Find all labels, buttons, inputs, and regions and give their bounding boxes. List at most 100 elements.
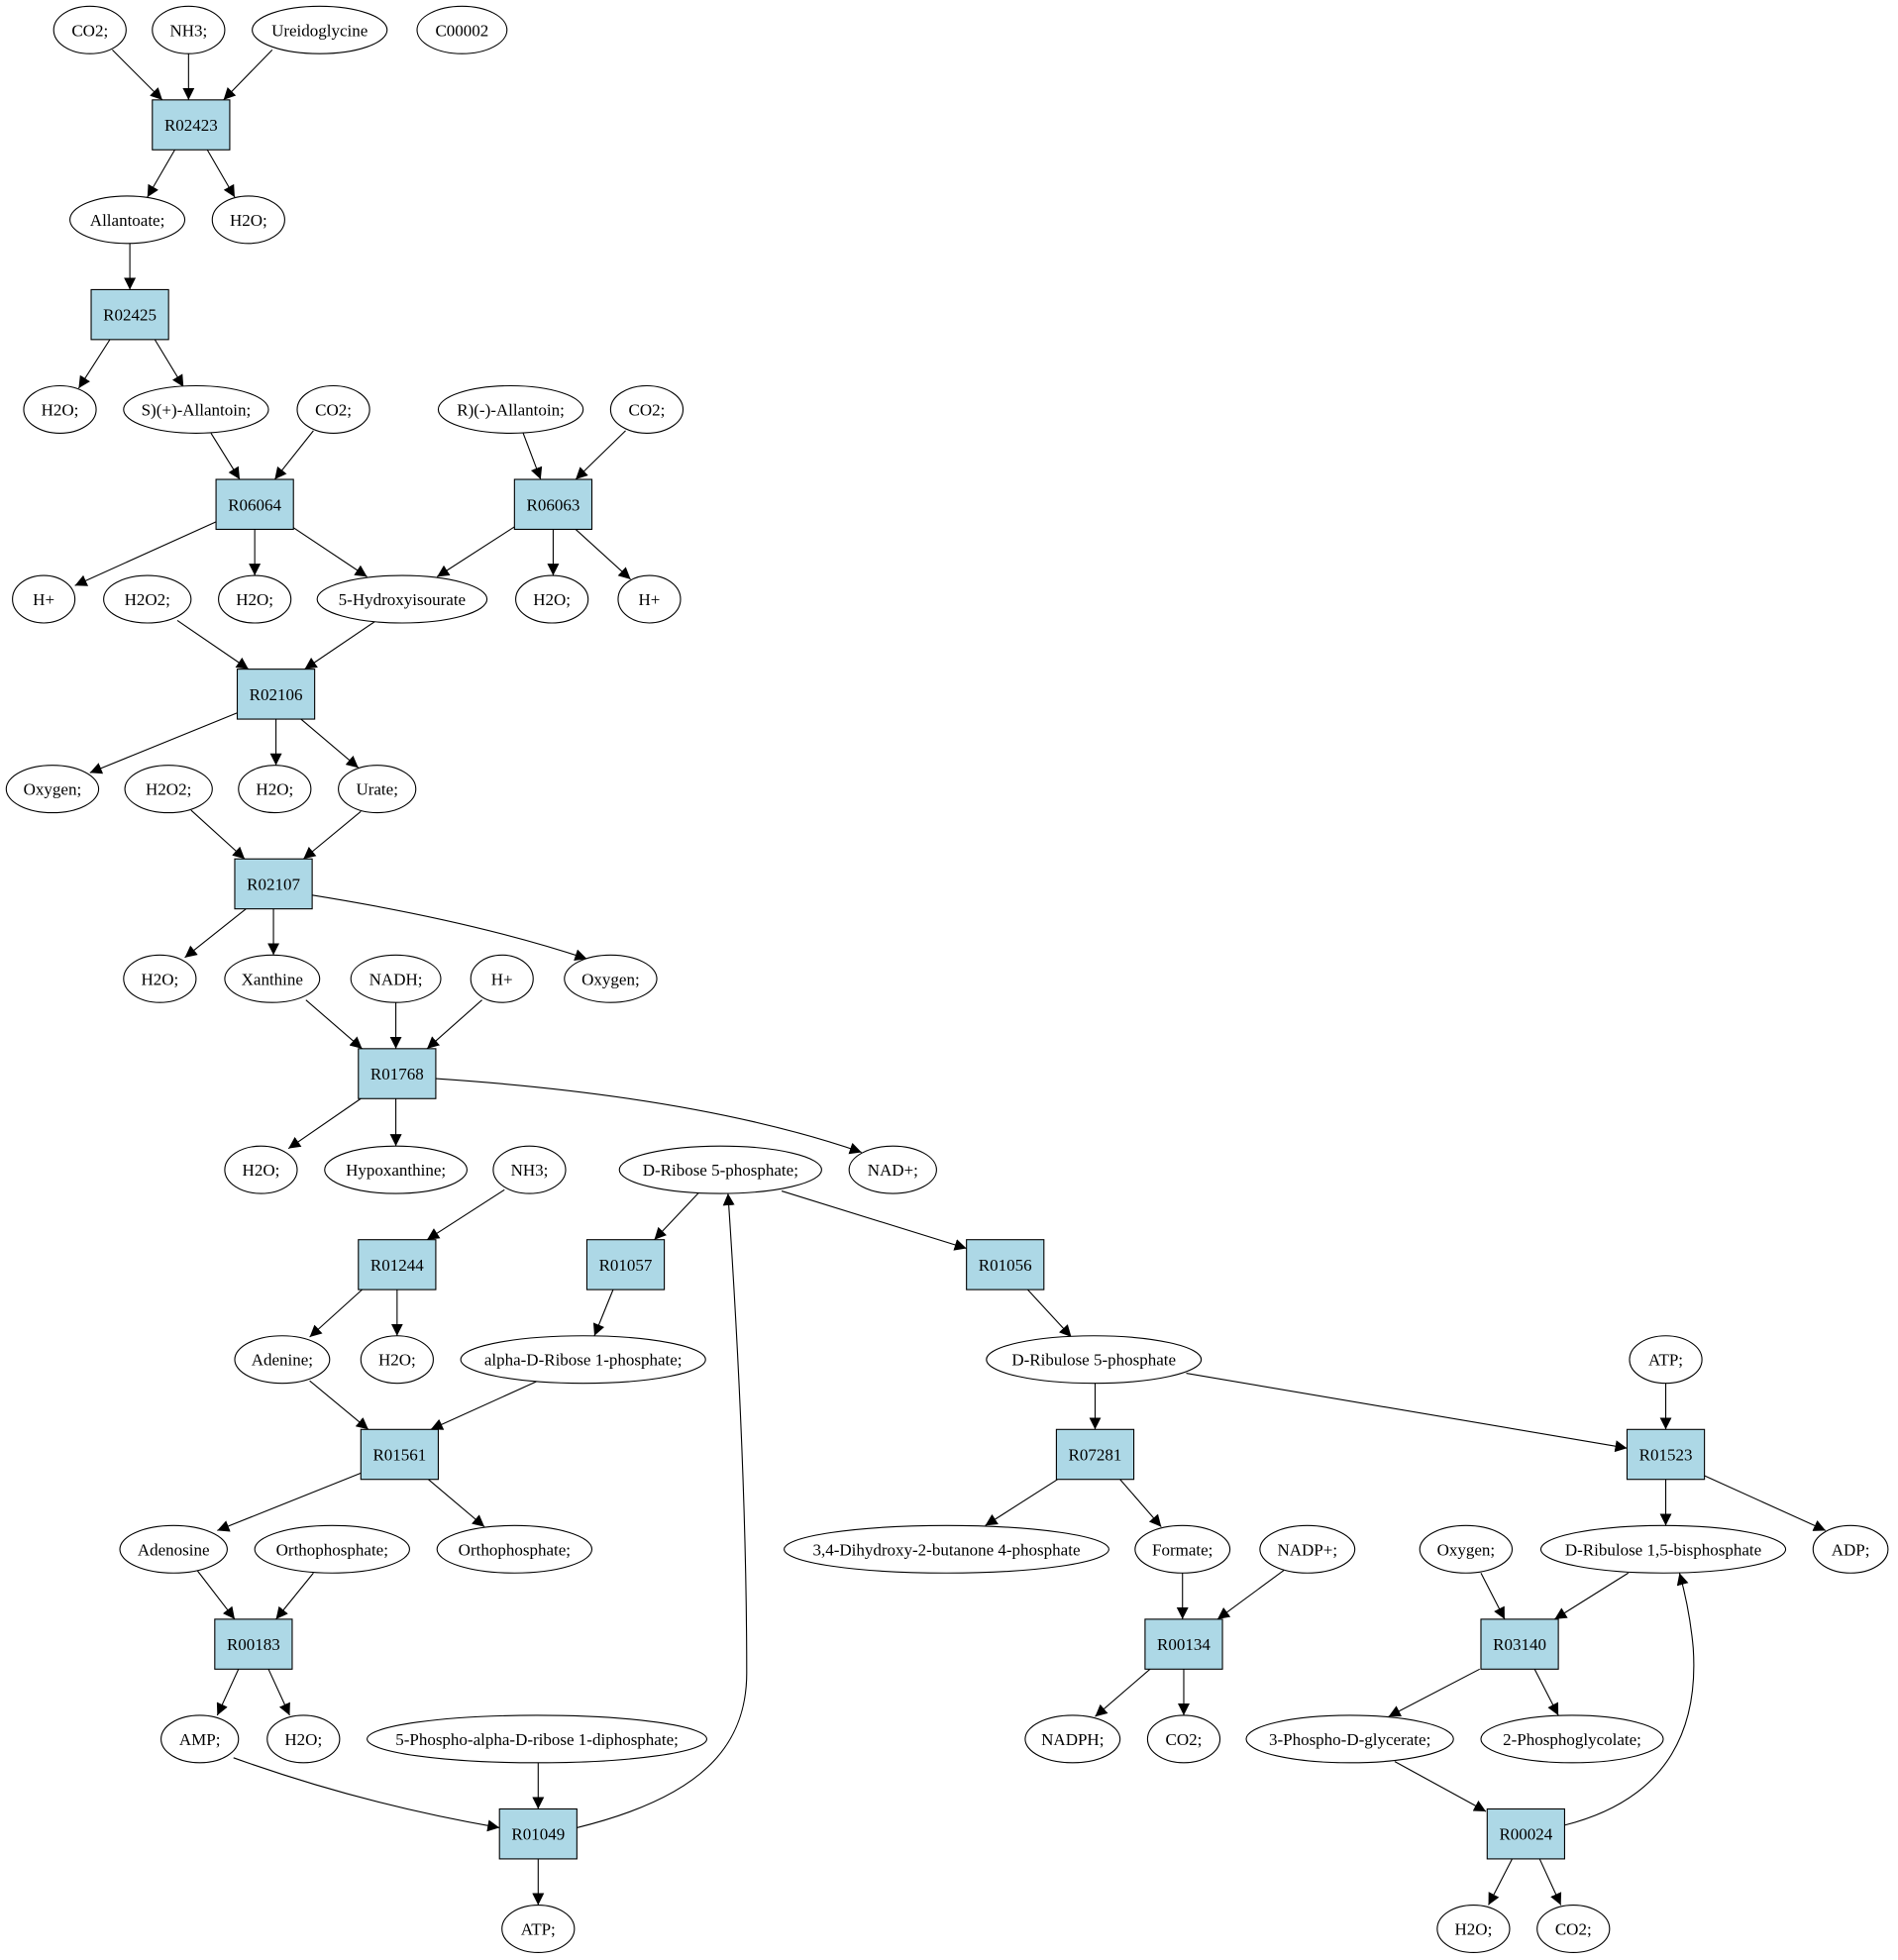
compound-node-phosphoglycolate[interactable]: 2-Phosphoglycolate; bbox=[1480, 1714, 1664, 1764]
compound-node-hplus-b[interactable]: H+ bbox=[617, 574, 682, 624]
edge-arrow bbox=[147, 149, 175, 198]
compound-node-h2o-c[interactable]: H2O; bbox=[218, 574, 292, 624]
reaction-node-r01561[interactable]: R01561 bbox=[360, 1428, 439, 1481]
compound-node-co2-d[interactable]: CO2; bbox=[1146, 1714, 1221, 1764]
reaction-node-r02106[interactable]: R02106 bbox=[236, 669, 316, 720]
edge-arrow bbox=[154, 339, 184, 388]
compound-label: D-Ribose 5-phosphate; bbox=[643, 1161, 798, 1180]
compound-node-h2o-j[interactable]: H2O; bbox=[1436, 1905, 1511, 1954]
compound-node-allantoate[interactable]: Allantoate; bbox=[69, 195, 186, 245]
compound-label: NADH; bbox=[369, 970, 423, 988]
compound-label: Urate; bbox=[356, 780, 397, 799]
edge-arrow bbox=[74, 521, 217, 586]
compound-node-adenine[interactable]: Adenine; bbox=[234, 1335, 331, 1385]
edge-arrow bbox=[1095, 1668, 1151, 1717]
compound-node-hplus-a[interactable]: H+ bbox=[12, 574, 76, 624]
reaction-box bbox=[234, 858, 313, 910]
reaction-box bbox=[90, 288, 169, 341]
compound-label: Allantoate; bbox=[90, 211, 165, 230]
compound-node-co2-c[interactable]: CO2; bbox=[609, 384, 685, 434]
compound-node-h2o-e[interactable]: H2O; bbox=[238, 765, 312, 814]
compound-node-co2-b[interactable]: CO2; bbox=[296, 384, 370, 434]
compound-node-urate[interactable]: Urate; bbox=[338, 765, 417, 814]
reaction-node-r02107[interactable]: R02107 bbox=[234, 858, 313, 910]
compound-node-hydroxyisourate[interactable]: 5-Hydroxyisourate bbox=[316, 574, 488, 624]
compound-node-h2o-d[interactable]: H2O; bbox=[515, 574, 589, 624]
compound-ellipse bbox=[224, 954, 321, 1003]
compound-label: 2-Phosphoglycolate; bbox=[1503, 1730, 1641, 1749]
reaction-node-r02425[interactable]: R02425 bbox=[90, 288, 169, 341]
compound-node-oxygen-c[interactable]: Oxygen; bbox=[1419, 1524, 1514, 1574]
compound-node-h2o-a[interactable]: H2O; bbox=[211, 195, 285, 245]
reaction-node-r02423[interactable]: R02423 bbox=[152, 99, 231, 151]
compound-node-oxygen-a[interactable]: Oxygen; bbox=[5, 765, 100, 814]
reaction-node-r00024[interactable]: R00024 bbox=[1486, 1807, 1565, 1860]
reaction-node-r07281[interactable]: R07281 bbox=[1055, 1428, 1135, 1481]
compound-node-orthophosphate-a[interactable]: Orthophosphate; bbox=[254, 1524, 410, 1574]
compound-ellipse bbox=[436, 1524, 593, 1574]
reaction-node-r01244[interactable]: R01244 bbox=[358, 1239, 437, 1290]
compound-node-h2o-h[interactable]: H2O; bbox=[360, 1335, 434, 1385]
compound-label: Ureidoglycine bbox=[271, 21, 368, 40]
compound-node-dihydroxybutanone[interactable]: 3,4-Dihydroxy-2-butanone 4-phosphate bbox=[784, 1524, 1109, 1574]
compound-node-nh3-b[interactable]: NH3; bbox=[492, 1145, 567, 1194]
compound-node-h2o-b[interactable]: H2O; bbox=[23, 384, 97, 434]
compound-label: Orthophosphate; bbox=[276, 1540, 388, 1559]
compound-node-adenosine[interactable]: Adenosine bbox=[119, 1524, 228, 1574]
reaction-box bbox=[1486, 1807, 1565, 1860]
reaction-node-r06063[interactable]: R06063 bbox=[513, 478, 593, 531]
reaction-node-r01057[interactable]: R01057 bbox=[585, 1239, 666, 1290]
compound-node-atp-a[interactable]: ATP; bbox=[1629, 1335, 1703, 1385]
reaction-node-r00183[interactable]: R00183 bbox=[214, 1618, 293, 1670]
reaction-label: R01523 bbox=[1639, 1446, 1693, 1465]
compound-node-ribulose5p[interactable]: D-Ribulose 5-phosphate bbox=[986, 1335, 1203, 1385]
edge-arrow bbox=[291, 526, 368, 577]
compound-node-nadh[interactable]: NADH; bbox=[350, 954, 442, 1003]
compound-node-nadpplus[interactable]: NADP+; bbox=[1259, 1524, 1356, 1574]
compound-node-co2-e[interactable]: CO2; bbox=[1536, 1905, 1611, 1954]
compound-node-nh3-a[interactable]: NH3; bbox=[152, 5, 226, 54]
compound-node-r-allantoin[interactable]: R)(-)-Allantoin; bbox=[437, 384, 584, 434]
compound-label: ATP; bbox=[1648, 1351, 1683, 1370]
compound-node-h2o-f[interactable]: H2O; bbox=[123, 954, 197, 1003]
reaction-box bbox=[513, 478, 593, 531]
compound-node-nadplus[interactable]: NAD+; bbox=[848, 1145, 937, 1194]
reaction-node-r01056[interactable]: R01056 bbox=[966, 1239, 1045, 1290]
reaction-node-r06064[interactable]: R06064 bbox=[215, 478, 294, 531]
compound-node-h2o-g[interactable]: H2O; bbox=[224, 1145, 298, 1194]
compound-node-ribulose15bp[interactable]: D-Ribulose 1,5-bisphosphate bbox=[1539, 1524, 1787, 1574]
compound-label: H2O2; bbox=[125, 590, 170, 609]
compound-node-c00002[interactable]: C00002 bbox=[416, 5, 508, 54]
compound-label: H2O; bbox=[230, 211, 267, 230]
edge-arrow bbox=[985, 1479, 1058, 1526]
reaction-node-r01768[interactable]: R01768 bbox=[358, 1048, 437, 1099]
reaction-node-r01049[interactable]: R01049 bbox=[498, 1807, 578, 1860]
compound-node-xanthine[interactable]: Xanthine bbox=[224, 954, 321, 1003]
compound-node-ureidoglycine[interactable]: Ureidoglycine bbox=[252, 5, 388, 54]
compound-node-oxygen-b[interactable]: Oxygen; bbox=[564, 954, 658, 1003]
compound-ellipse bbox=[123, 384, 269, 434]
compound-node-atp-b[interactable]: ATP; bbox=[501, 1905, 576, 1954]
reaction-node-r03140[interactable]: R03140 bbox=[1480, 1618, 1559, 1670]
compound-node-h2o2-b[interactable]: H2O2; bbox=[124, 765, 213, 814]
compound-node-orthophosphate-b[interactable]: Orthophosphate; bbox=[436, 1524, 593, 1574]
compound-node-formate[interactable]: Formate; bbox=[1134, 1524, 1231, 1574]
compound-node-co2-a[interactable]: CO2; bbox=[53, 5, 127, 54]
compound-node-nadph[interactable]: NADPH; bbox=[1024, 1714, 1121, 1764]
compound-node-h2o2-a[interactable]: H2O2; bbox=[103, 574, 192, 624]
compound-node-adp[interactable]: ADP; bbox=[1812, 1524, 1889, 1574]
compound-node-ribose5p[interactable]: D-Ribose 5-phosphate; bbox=[618, 1145, 822, 1194]
reaction-node-r00134[interactable]: R00134 bbox=[1144, 1618, 1223, 1670]
compound-node-phosphoglycerate[interactable]: 3-Phospho-D-glycerate; bbox=[1245, 1714, 1454, 1764]
reaction-node-r01523[interactable]: R01523 bbox=[1626, 1428, 1706, 1481]
compound-node-amp[interactable]: AMP; bbox=[160, 1714, 240, 1764]
compound-node-hypoxanthine[interactable]: Hypoxanthine; bbox=[324, 1145, 468, 1194]
compound-node-prpp[interactable]: 5-Phospho-alpha-D-ribose 1-diphosphate; bbox=[367, 1714, 708, 1764]
compound-label: CO2; bbox=[1166, 1730, 1203, 1749]
compound-node-alpha-ribose1p[interactable]: alpha-D-Ribose 1-phosphate; bbox=[460, 1335, 706, 1385]
compound-node-h2o-i[interactable]: H2O; bbox=[266, 1714, 341, 1764]
compound-label: Hypoxanthine; bbox=[346, 1161, 446, 1180]
compound-node-hplus-c[interactable]: H+ bbox=[470, 954, 534, 1003]
compound-node-s-allantoin[interactable]: S)(+)-Allantoin; bbox=[123, 384, 269, 434]
